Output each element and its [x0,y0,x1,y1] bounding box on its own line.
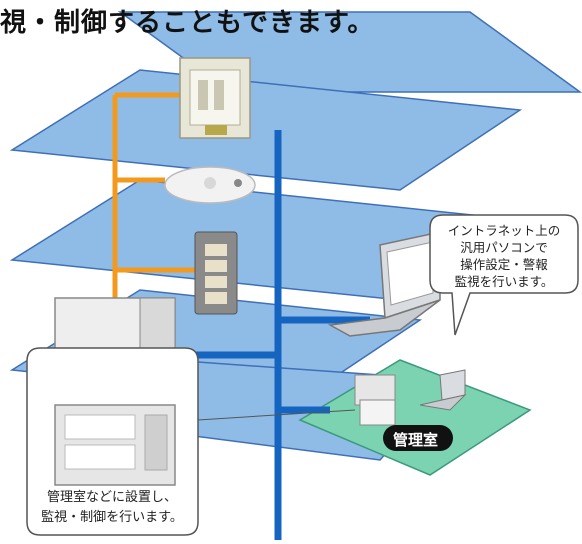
pc-callout-line-2: 汎用パソコンで [460,240,548,255]
floor-plate-2 [9,69,523,191]
breaker-device [179,57,251,139]
laptop-intranet [327,231,441,337]
management-room-equipment [354,369,467,426]
control-wiring [112,92,195,300]
management-room-label: 管理室 [393,431,439,449]
panel-callout-line-1: 管理室などに設置し、 [46,490,177,505]
panel-callout-text: 管理室などに設置し、 監視・制御を行います。 [28,488,196,528]
panel-callout-pointer [197,409,356,421]
page-heading: 視・制御することもできます。 [0,8,375,38]
pc-callout-bubble [429,214,579,336]
pc-callout-line-4: 監視を行います。 [454,274,554,289]
wall-switch [194,231,238,315]
pc-callout-line-1: イントラネット上の [447,223,561,238]
pc-callout-line-3: 操作設定・警報 [460,257,548,272]
ceiling-sensor [164,166,256,204]
panel-callout-line-2: 監視・制御を行います。 [41,510,183,525]
pc-callout-text: イントラネット上の 汎用パソコンで 操作設定・警報 監視を行います。 [434,222,574,290]
control-panel [54,404,176,486]
management-room-label-pill [383,425,453,451]
